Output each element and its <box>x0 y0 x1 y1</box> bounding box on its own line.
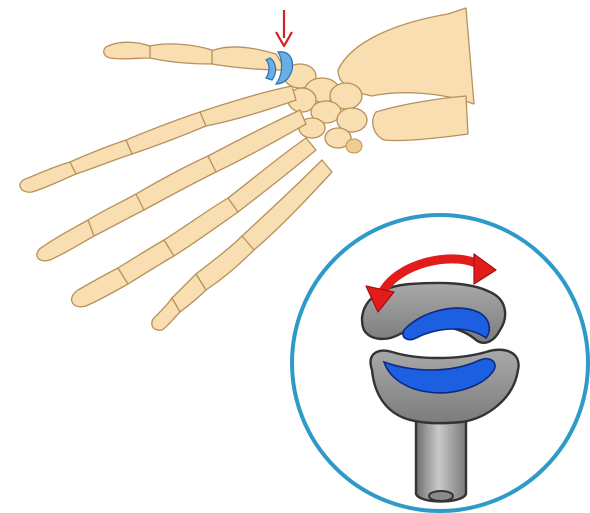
thumb-proximal-phalanx <box>146 44 213 64</box>
index-proximal-phalanx <box>123 112 206 154</box>
indicator-arrow <box>276 10 292 46</box>
lower-bone-shaft <box>416 420 466 502</box>
pisiform-bone <box>346 139 362 153</box>
ulna-bone <box>373 96 468 141</box>
middle-distal-phalanx <box>37 220 94 261</box>
shaft-end <box>429 491 453 501</box>
thumb-distal-phalanx <box>104 42 150 59</box>
thumb-bones <box>104 42 293 84</box>
index-middle-phalanx <box>67 140 132 174</box>
saddle-joint-close-up <box>292 215 588 511</box>
ring-proximal-phalanx <box>160 198 238 256</box>
ring-distal-phalanx <box>72 268 128 307</box>
middle-proximal-phalanx <box>132 156 216 210</box>
index-distal-phalanx <box>20 162 76 192</box>
